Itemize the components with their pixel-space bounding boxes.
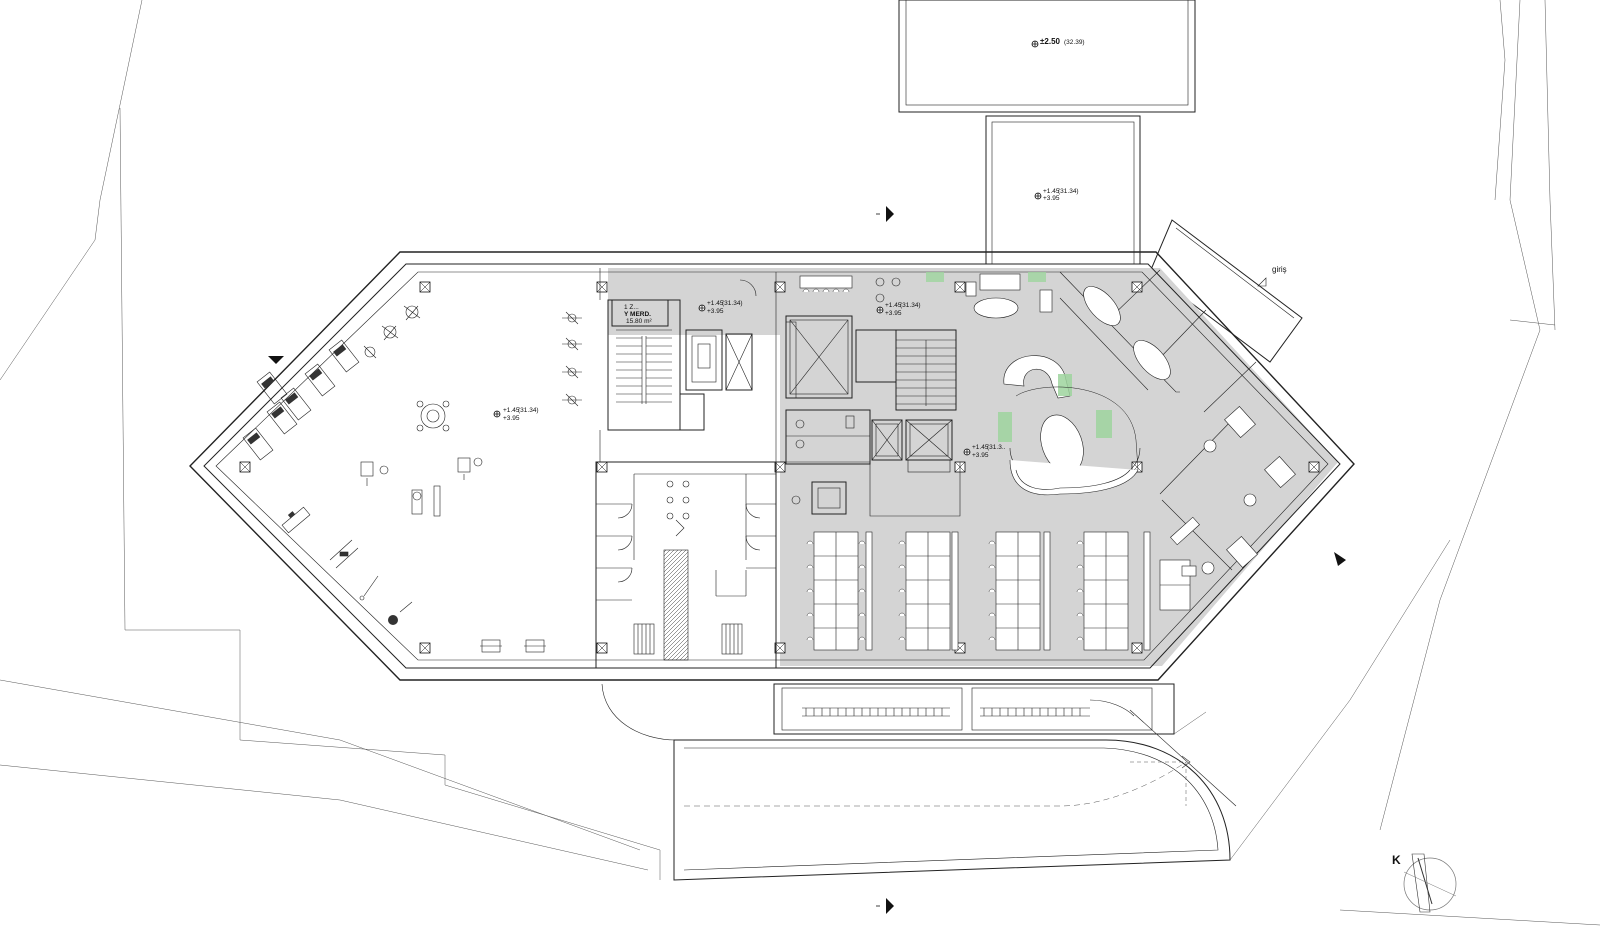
office-abs: (31.3.. xyxy=(987,444,1006,451)
office-core-level: +1.45 xyxy=(885,302,902,309)
section-arrow-icon xyxy=(268,356,284,364)
room-tag-line2: Y MERD. xyxy=(624,311,651,318)
terrace-level: +1.45 xyxy=(1043,188,1060,195)
core-abs: (31.34) xyxy=(722,300,743,307)
section-arrow-icon xyxy=(1334,552,1346,566)
entrance-label: giriş xyxy=(1272,265,1287,274)
gym-ceiling: +3.95 xyxy=(503,415,520,422)
gym-area: +1.45 (31.34) +3.95 xyxy=(242,305,582,653)
workstations xyxy=(813,531,1151,651)
core-ceiling: +3.95 xyxy=(707,308,724,315)
left-core: 1 Z... Y MERD. 15.80 m² +1.45 (31.34) +3… xyxy=(595,279,777,669)
office-core-ceiling: +3.95 xyxy=(885,310,902,317)
level-marker-icon xyxy=(493,410,501,418)
office-level: +1.45 xyxy=(972,444,989,451)
terrace-ceiling: +3.95 xyxy=(1043,195,1060,202)
terrace-top-abs: (32.39) xyxy=(1064,39,1085,46)
terrace-abs: (31.34) xyxy=(1058,188,1079,195)
level-marker-icon xyxy=(963,448,971,456)
north-arrow: K xyxy=(1392,853,1457,913)
section-markers xyxy=(268,206,1346,914)
room-tag-area: 15.80 m² xyxy=(626,318,652,325)
lower-ramps xyxy=(601,683,1237,881)
entrance-arrow-icon xyxy=(1257,277,1267,287)
section-arrow-icon xyxy=(886,898,894,914)
gym-level: +1.45 xyxy=(503,407,520,414)
section-arrow-icon xyxy=(886,206,894,222)
office-core: +1.45 (31.34) +3.95 xyxy=(785,302,957,515)
office-ceiling: +3.95 xyxy=(972,452,989,459)
level-marker-icon xyxy=(1031,40,1039,48)
gym-abs: (31.34) xyxy=(518,407,539,414)
terrace-top-level: ±2.50 xyxy=(1040,37,1061,46)
north-label: K xyxy=(1392,853,1401,867)
office-core-abs: (31.34) xyxy=(900,302,921,309)
level-marker-icon xyxy=(1034,192,1042,200)
level-marker-icon xyxy=(876,306,884,314)
room-tag-line1: 1 Z... xyxy=(624,304,639,311)
office-area: +1.45 (31.3.. +3.95 xyxy=(799,269,1296,651)
core-level: +1.45 xyxy=(707,300,724,307)
partitions xyxy=(599,268,961,668)
level-marker-icon xyxy=(698,304,706,312)
